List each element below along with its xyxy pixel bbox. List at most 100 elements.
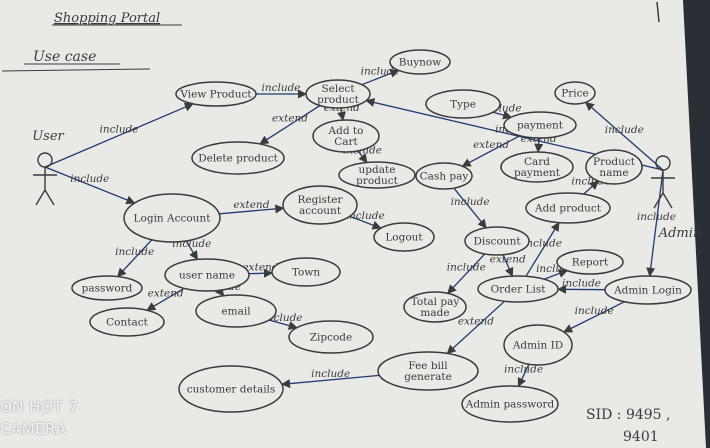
usecase-admin-password: Admin password — [461, 385, 559, 423]
usecase-label-cash-pay: Cash pay — [420, 171, 469, 183]
edge-user-to-view_product: include — [44, 102, 194, 168]
edge-user_name-to-contact: extend — [146, 287, 185, 311]
edge-fee_bill-to-customer_details: include — [280, 368, 380, 389]
usecase-label-contact: Contact — [106, 317, 148, 329]
usecase-user-name: user name — [164, 258, 250, 292]
usecase-label-type: Type — [450, 99, 476, 111]
edge-label-select_product-to-delete_product: extend — [272, 113, 308, 125]
usecase-type: Type — [425, 89, 501, 119]
usecase-cash-pay: Cash pay — [415, 162, 473, 190]
edge-select_product-to-buy_now: include — [361, 66, 400, 86]
edge-label-select_product-to-buy_now: include — [361, 66, 400, 78]
usecase-label-discount: Discount — [473, 236, 521, 248]
edge-label-login_account-to-password: include — [115, 246, 154, 258]
usecase-admin-login: Admin Login — [604, 275, 692, 305]
edge-label-payment-to-cash_pay: extend — [473, 139, 509, 151]
edge-user_name-to-town: extend — [242, 261, 279, 278]
camera-watermark-line1: ON HOT 7 — [0, 398, 79, 416]
title-line1: Shopping Portal — [54, 11, 160, 26]
usecase-label-delete-product: Delete product — [198, 153, 278, 165]
usecase-label-logout: Logout — [385, 232, 423, 244]
edge-admin_id-to-admin_password: include — [504, 363, 543, 388]
edge-discount-to-order_list: extend — [490, 253, 526, 277]
camera-watermark-line2: CAMERA — [0, 420, 67, 438]
actor-label-user: User — [32, 129, 64, 144]
edge-select_product-to-delete_product: extend — [259, 105, 321, 145]
usecase-report: Report — [556, 249, 624, 275]
usecase-order-list: Order List — [477, 275, 559, 303]
usecase-label-view-product: View Product — [179, 89, 252, 101]
edge-admin_login-to-order_list: include — [557, 278, 606, 294]
usecase-label-admin-login: Admin Login — [613, 285, 682, 297]
edge-label-user_name-to-town: extend — [242, 261, 278, 273]
usecase-logout: Logout — [373, 222, 435, 252]
usecase-label-customer-details: customer details — [187, 384, 276, 396]
edge-payment-to-cash_pay: extend — [461, 135, 521, 167]
edge-label-discount-to-order_list: extend — [490, 253, 526, 265]
usecase-zipcode: Zipcode — [288, 320, 374, 354]
usecase-label-order-list: Order List — [491, 284, 547, 296]
usecase-label-add-product: Add product — [534, 203, 602, 215]
usecase-label-price: Price — [561, 88, 589, 100]
usecase-label-login-account: Login Account — [134, 213, 212, 225]
usecase-town: Town — [271, 257, 341, 287]
edge-admin-to-price: include — [584, 101, 664, 171]
edge-user-to-login_account: include — [44, 166, 136, 205]
edge-login_account-to-register_account: extend — [219, 199, 285, 215]
usecase-label-admin-id: Admin ID — [512, 340, 563, 352]
edge-discount-to-total_pay: include — [447, 253, 486, 294]
edge-login_account-to-password: include — [115, 239, 154, 278]
edge-label-view_product-to-select_product: include — [261, 82, 300, 94]
edge-label-register_account-to-logout: include — [346, 210, 385, 222]
edge-admin_login-to-admin_id: include — [563, 301, 625, 333]
usecase-label-report: Report — [572, 257, 609, 269]
usecase-add-product: Add product — [525, 192, 611, 224]
edge-label-admin_id-to-admin_password: include — [504, 363, 543, 375]
edge-label-login_account-to-register_account: extend — [233, 199, 269, 211]
actor-admin: Admin — [651, 155, 701, 241]
edge-order_list-to-add_product: include — [523, 221, 562, 277]
usecase-admin-id: Admin ID — [503, 324, 573, 366]
signature-line2: 9401 — [623, 429, 659, 445]
usecase-customer-details: customer details — [178, 365, 284, 413]
actor-user: User — [32, 129, 65, 206]
usecase-login-account: Login Account — [123, 193, 221, 243]
edge-label-user-to-view_product: include — [99, 123, 138, 135]
edge-admin-to-admin_login: include — [637, 169, 676, 277]
edge-label-order_list-to-add_product: include — [523, 238, 562, 250]
edge-label-order_list-to-fee_bill: extend — [458, 315, 494, 327]
usecase-view-product: View Product — [175, 81, 257, 107]
edge-label-admin_login-to-order_list: include — [562, 278, 601, 290]
edge-view_product-to-select_product: include — [256, 82, 307, 99]
edge-label-user-to-login_account: include — [70, 173, 109, 185]
edge-label-admin_login-to-admin_id: include — [575, 305, 614, 317]
usecase-label-user-name: user name — [179, 270, 235, 282]
edge-label-cash_pay-to-discount: include — [451, 196, 490, 208]
usecase-discount: Discount — [464, 226, 530, 256]
usecase-label-admin-password: Admin password — [465, 399, 555, 411]
edge-order_list-to-fee_bill: extend — [446, 300, 506, 355]
edge-label-user_name-to-contact: extend — [148, 287, 184, 299]
usecase-label-zipcode: Zipcode — [310, 332, 353, 344]
usecase-label-payment: payment — [517, 120, 564, 132]
edge-label-admin-to-admin_login: include — [637, 211, 676, 223]
